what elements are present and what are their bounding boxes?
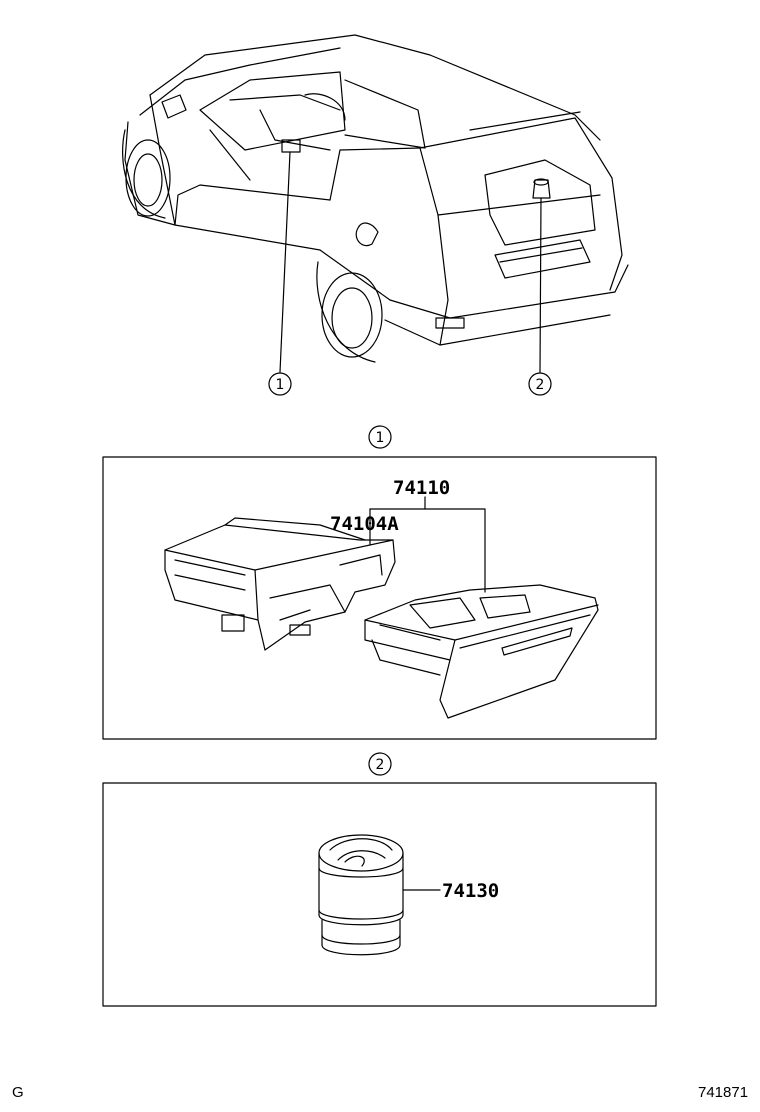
callout-2-circle	[528, 372, 552, 396]
rear-ashtray-location	[532, 179, 551, 199]
callout-1-number: 1	[276, 377, 285, 393]
panel-1-frame	[102, 456, 657, 740]
footer-right-code: 741871	[698, 1084, 749, 1101]
front-ashtray-location	[281, 139, 301, 153]
ashtray-drawer-drawing	[364, 584, 599, 719]
panel-2-frame	[102, 782, 657, 1007]
vehicle-illustration	[122, 34, 629, 363]
ashtray-housing-drawing	[164, 517, 396, 651]
part-label-74130: 74130	[442, 880, 499, 902]
panel-1-number: 1	[376, 430, 385, 446]
part-label-74110: 74110	[393, 477, 450, 499]
panel-1-circle	[368, 425, 392, 449]
panel-2-circle	[368, 752, 392, 776]
callout-2-number: 2	[536, 377, 545, 393]
part-label-74104A: 74104A	[330, 513, 399, 535]
footer-left-code: G	[12, 1084, 24, 1101]
callout-1-circle	[268, 372, 292, 396]
cylinder-ashtray-drawing	[318, 834, 404, 956]
panel-2-number: 2	[376, 757, 385, 773]
